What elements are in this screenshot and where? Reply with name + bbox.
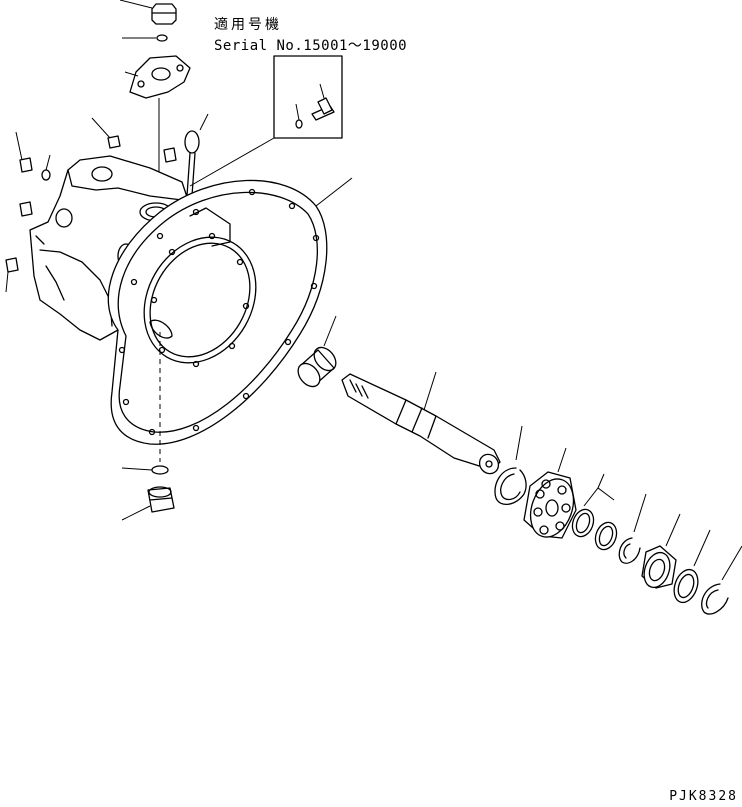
shim-icon bbox=[673, 529, 711, 604]
drawing-code-label: PJK8328 bbox=[669, 789, 738, 804]
flange-housing-icon bbox=[107, 177, 353, 445]
snap-ring-icon bbox=[618, 493, 647, 564]
bushing-icon bbox=[297, 315, 337, 388]
drain-o-ring-icon bbox=[121, 465, 169, 475]
plug-icon bbox=[19, 201, 33, 217]
bearing-icon bbox=[641, 513, 681, 589]
snap-ring-icon bbox=[701, 545, 742, 615]
drain-plug-icon bbox=[121, 486, 175, 521]
o-ring-icon bbox=[41, 154, 51, 181]
plug-icon bbox=[5, 257, 19, 293]
top-bolt-icon bbox=[119, 0, 177, 25]
top-o-ring-icon bbox=[122, 34, 168, 42]
snap-ring-icon bbox=[494, 425, 527, 505]
cover-plate-icon bbox=[124, 55, 191, 99]
plug-icon bbox=[163, 147, 177, 163]
plug-icon bbox=[91, 117, 121, 149]
plug-icon bbox=[15, 131, 33, 173]
drive-shaft-icon bbox=[341, 371, 501, 475]
applicability-note-label: 適用号機 bbox=[214, 17, 282, 33]
serial-range-label: Serial No.15001～19000 bbox=[214, 38, 408, 54]
serial-applicability-box bbox=[189, 55, 343, 187]
coupling-icon bbox=[523, 447, 577, 539]
shim-icon bbox=[571, 473, 618, 551]
